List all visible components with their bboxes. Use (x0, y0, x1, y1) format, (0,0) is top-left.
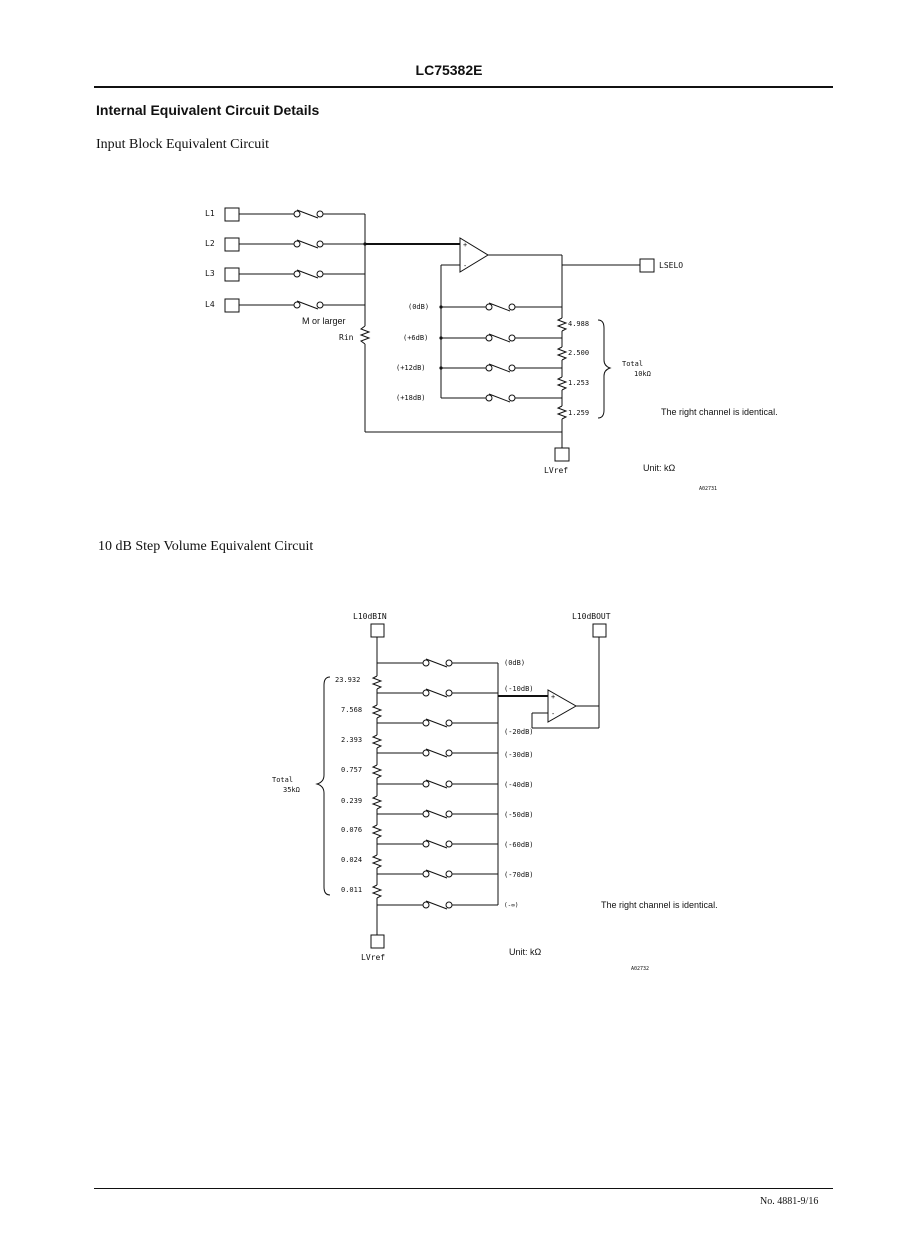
volume-input-pin-label: L10dBIN (353, 612, 387, 621)
volume-step-label: (-50dB) (504, 811, 534, 819)
volume-vref-label: LVref (361, 953, 386, 962)
identical-note: The right channel is identical. (661, 407, 778, 417)
volume-resistor-value: 0.239 (341, 797, 363, 805)
volume-step-label: (-30dB) (504, 751, 534, 759)
volume-step-label: (-40dB) (504, 781, 534, 789)
volume-step-label: (-10dB) (504, 685, 534, 693)
volume-resistor-value: 2.393 (341, 736, 363, 744)
vref-label: LVref (544, 466, 569, 475)
volume-output-pin-label: L10dBOUT (572, 612, 611, 621)
svg-text:+: + (463, 241, 467, 249)
svg-text:-: - (551, 710, 555, 718)
total-value: 10kΩ (634, 370, 651, 378)
section-title: Internal Equivalent Circuit Details (96, 102, 320, 118)
volume-resistor-value: 7.568 (341, 706, 363, 714)
volume-block-title: 10 dB Step Volume Equivalent Circuit (98, 539, 314, 554)
footer-rule (94, 1188, 833, 1189)
volume-step-label: (-∞) (504, 902, 519, 909)
gain-tap-label: (+18dB) (396, 394, 426, 402)
input-label-l1: L1 (205, 209, 215, 218)
part-number-header: LC75382E (415, 62, 483, 78)
input-label-l2: L2 (205, 239, 215, 248)
input-label-l4: L4 (205, 300, 215, 309)
resistor-note: M or larger (302, 316, 346, 326)
volume-step-label: (0dB) (504, 659, 526, 667)
volume-unit-note: Unit: kΩ (509, 947, 542, 957)
page-reference: No. 4881-9/16 (760, 1196, 819, 1207)
volume-step-label: (-70dB) (504, 871, 534, 879)
resistor-value: 1.259 (568, 409, 590, 417)
total-label: Total (622, 360, 644, 368)
svg-text:-: - (463, 262, 467, 270)
svg-text:+: + (551, 693, 555, 701)
resistor-value: 2.500 (568, 349, 590, 357)
resistor-value: 1.253 (568, 379, 590, 387)
volume-step-label: (-20dB) (504, 728, 534, 736)
header-rule (94, 86, 833, 88)
volume-resistor-value: 0.076 (341, 826, 363, 834)
resistor-value: 4.988 (568, 320, 590, 328)
volume-total-value: 35kΩ (283, 786, 300, 794)
volume-resistor-value: 0.757 (341, 766, 363, 774)
gain-tap-label: (+6dB) (403, 334, 429, 342)
volume-step-label: (-60dB) (504, 841, 534, 849)
volume-resistor-value: 0.011 (341, 886, 363, 894)
volume-resistor-value: 0.024 (341, 856, 363, 864)
volume-figure-code: A02732 (631, 966, 650, 972)
input-block-title: Input Block Equivalent Circuit (96, 137, 270, 152)
unit-note: Unit: kΩ (643, 463, 676, 473)
input-label-l3: L3 (205, 269, 215, 278)
volume-total-label: Total (272, 776, 294, 784)
rin-label: Rin (339, 333, 354, 342)
volume-resistor-value: 23.932 (335, 676, 361, 684)
gain-tap-label: (0dB) (408, 303, 430, 311)
figure-code: A02731 (699, 486, 718, 492)
gain-tap-label: (+12dB) (396, 364, 426, 372)
output-pin-label: LSELO (659, 261, 684, 270)
volume-identical-note: The right channel is identical. (601, 900, 718, 910)
